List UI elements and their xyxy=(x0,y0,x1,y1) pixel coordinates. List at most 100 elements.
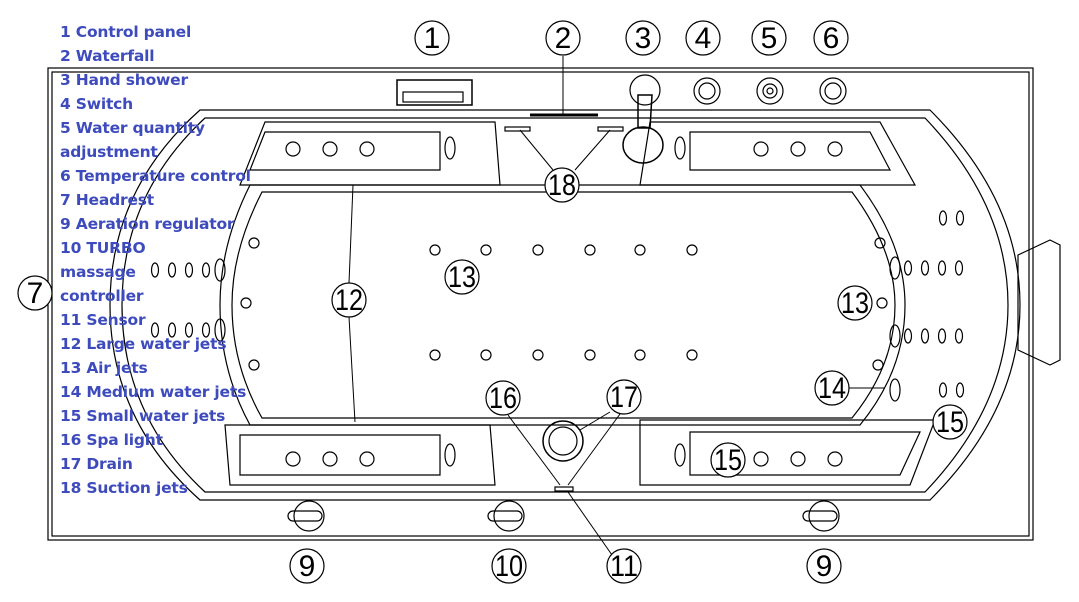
small-water-jet xyxy=(903,260,913,276)
temperature-knob xyxy=(819,77,847,105)
callout-2: 2 xyxy=(545,20,581,56)
small-water-jet xyxy=(201,322,211,338)
legend-item: 11 Sensor xyxy=(60,311,146,329)
large-water-jet xyxy=(285,451,301,467)
callout-number: 4 xyxy=(695,22,712,55)
medium-water-jet xyxy=(889,256,901,280)
turbo-massage-controller xyxy=(487,500,525,532)
callout-7: 7 xyxy=(17,275,53,311)
legend-item: 15 Small water jets xyxy=(60,407,226,425)
legend-item: 6 Temperature control xyxy=(60,167,251,185)
basin-floor xyxy=(219,184,906,426)
callout-13: 13 xyxy=(837,285,873,321)
medium-water-jet xyxy=(444,136,456,160)
small-water-jet xyxy=(954,260,964,276)
small-water-jet xyxy=(938,210,948,226)
small-water-jet xyxy=(937,328,947,344)
small-water-jet xyxy=(201,262,211,278)
large-water-jet xyxy=(359,451,375,467)
legend-item: 7 Headrest xyxy=(60,191,155,209)
corner-seat-bottom-left xyxy=(224,424,496,486)
large-water-jet xyxy=(790,141,806,157)
callout-18: 18 xyxy=(544,167,580,203)
jets-layer xyxy=(150,136,965,467)
air-jet xyxy=(248,237,260,249)
callout-9: 9 xyxy=(289,548,325,584)
callout-6: 6 xyxy=(813,20,849,56)
air-jet xyxy=(872,359,884,371)
callout-number: 15 xyxy=(714,444,742,477)
callout-number: 10 xyxy=(495,550,523,583)
legend-item: 4 Switch xyxy=(60,95,134,113)
small-water-jet xyxy=(167,322,177,338)
callout-number: 17 xyxy=(610,381,638,414)
air-jet xyxy=(480,244,492,256)
hand-shower xyxy=(637,94,653,129)
small-water-jet xyxy=(184,322,194,338)
callout-number: 13 xyxy=(448,261,476,294)
air-jet xyxy=(429,244,441,256)
sensor xyxy=(554,486,574,492)
small-water-jet xyxy=(150,322,160,338)
corner-seat-bottom-right xyxy=(639,419,936,486)
medium-water-jet xyxy=(889,378,901,402)
control-panel xyxy=(396,79,473,106)
callout-number: 6 xyxy=(823,22,840,55)
air-jet xyxy=(874,237,886,249)
legend-item: 10 TURBO massage controller xyxy=(60,239,146,305)
callout-14: 14 xyxy=(814,370,850,406)
corner-seat-top-right xyxy=(639,121,917,186)
callout-number: 13 xyxy=(841,287,869,320)
callout-number: 14 xyxy=(818,372,846,405)
basin-rim xyxy=(109,109,1021,501)
callout-number: 15 xyxy=(936,406,964,439)
legend-item: 12 Large water jets xyxy=(60,335,227,353)
callout-number: 3 xyxy=(635,22,652,55)
air-jet xyxy=(634,244,646,256)
callout-13: 13 xyxy=(444,259,480,295)
callout-1: 1 xyxy=(414,20,450,56)
air-jet xyxy=(584,244,596,256)
callout-number: 16 xyxy=(489,382,517,415)
suction-jet xyxy=(504,126,531,132)
legend-item: 3 Hand shower xyxy=(60,71,188,89)
callout-16: 16 xyxy=(485,380,521,416)
legend-item: 14 Medium water jets xyxy=(60,383,247,401)
medium-water-jet xyxy=(444,443,456,467)
drain xyxy=(542,420,584,462)
small-water-jet xyxy=(150,262,160,278)
legend-item: 5 Water quantity adjustment xyxy=(60,119,205,161)
callout-number: 9 xyxy=(299,550,316,583)
callout-11: 11 xyxy=(606,548,642,584)
small-water-jet xyxy=(938,382,948,398)
callout-number: 7 xyxy=(27,277,44,310)
small-water-jet xyxy=(954,328,964,344)
callout-15: 15 xyxy=(932,404,968,440)
air-jet xyxy=(532,349,544,361)
headrest xyxy=(1017,239,1061,366)
small-water-jet xyxy=(920,260,930,276)
large-water-jet xyxy=(322,141,338,157)
medium-water-jet xyxy=(214,258,226,282)
suction-jet xyxy=(597,126,624,132)
air-jet xyxy=(480,349,492,361)
legend-item: 2 Waterfall xyxy=(60,47,155,65)
legend-item: 17 Drain xyxy=(60,455,133,473)
small-water-jet xyxy=(184,262,194,278)
medium-water-jet xyxy=(674,136,686,160)
callout-15: 15 xyxy=(710,442,746,478)
tub-inner-outline xyxy=(51,71,1030,537)
air-jet xyxy=(686,349,698,361)
air-jet xyxy=(584,349,596,361)
legend-item: 13 Air jets xyxy=(60,359,148,377)
callout-9: 9 xyxy=(806,548,842,584)
basin-floor-inner xyxy=(231,191,896,419)
aeration-regulator-right xyxy=(802,500,840,532)
legend-item: 9 Aeration regulator xyxy=(60,215,235,233)
basin-inner xyxy=(121,117,1009,493)
small-water-jet xyxy=(920,328,930,344)
callout-number: 11 xyxy=(610,550,638,583)
corner-seat-top-left xyxy=(239,121,501,186)
